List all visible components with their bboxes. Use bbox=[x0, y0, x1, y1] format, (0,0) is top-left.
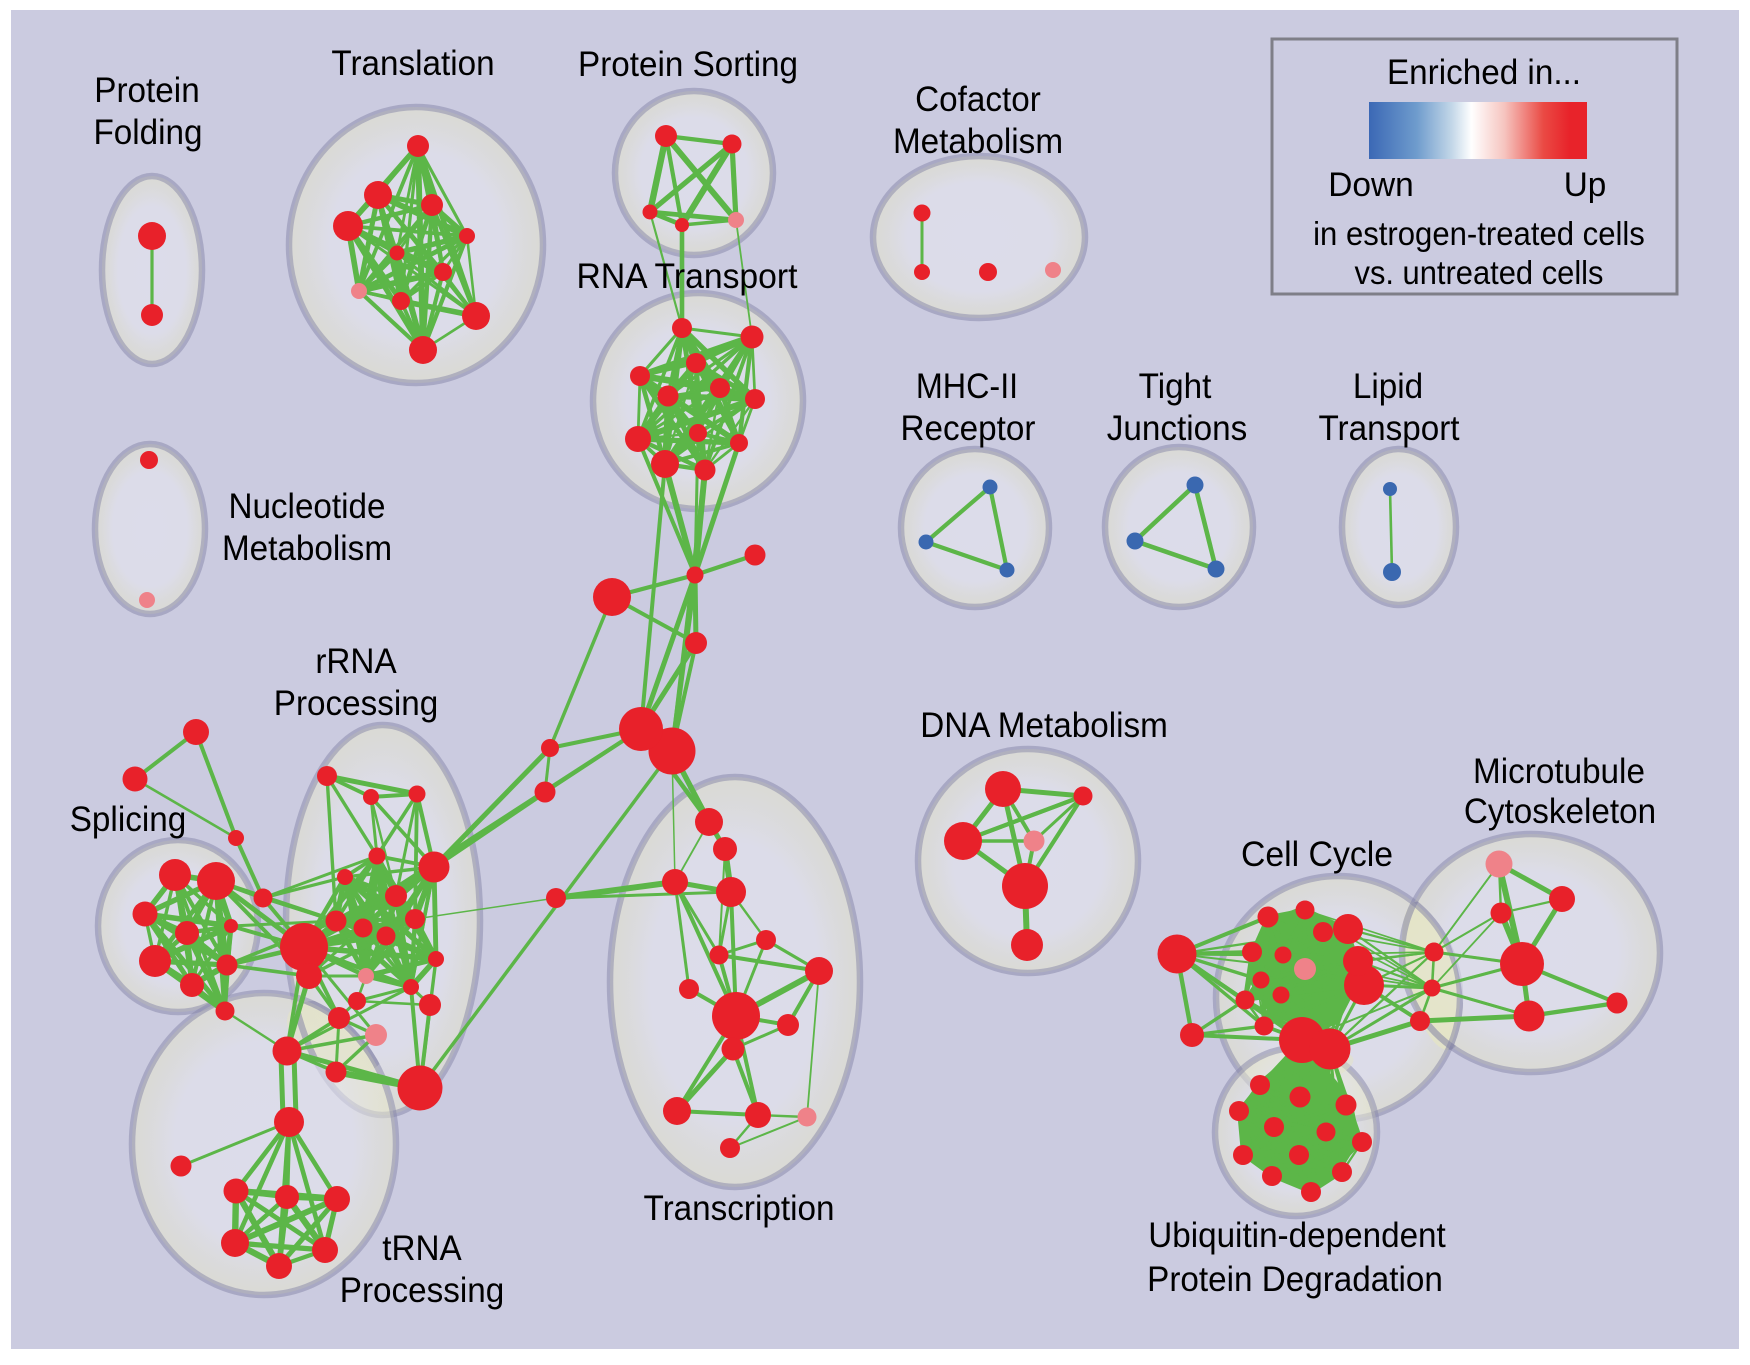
svg-text:MHC-II: MHC-II bbox=[916, 367, 1018, 406]
svg-text:Down: Down bbox=[1328, 166, 1414, 204]
svg-text:Up: Up bbox=[1564, 166, 1607, 204]
svg-text:Tight: Tight bbox=[1139, 367, 1212, 406]
svg-text:Protein Sorting: Protein Sorting bbox=[578, 45, 798, 84]
svg-text:Metabolism: Metabolism bbox=[893, 122, 1063, 161]
svg-text:Cell Cycle: Cell Cycle bbox=[1241, 835, 1393, 874]
svg-text:Receptor: Receptor bbox=[901, 409, 1036, 448]
svg-text:Nucleotide: Nucleotide bbox=[228, 487, 385, 526]
svg-text:Protein Degradation: Protein Degradation bbox=[1147, 1260, 1443, 1299]
svg-text:Transcription: Transcription bbox=[644, 1189, 835, 1228]
svg-text:Protein: Protein bbox=[94, 71, 199, 110]
svg-text:Lipid: Lipid bbox=[1353, 367, 1423, 406]
svg-text:Processing: Processing bbox=[340, 1271, 504, 1310]
svg-text:tRNA: tRNA bbox=[382, 1229, 462, 1268]
svg-text:Cofactor: Cofactor bbox=[915, 80, 1041, 119]
svg-text:Folding: Folding bbox=[93, 113, 202, 152]
svg-text:Junctions: Junctions bbox=[1107, 409, 1248, 448]
svg-text:in estrogen-treated cells: in estrogen-treated cells bbox=[1313, 215, 1645, 252]
svg-text:Metabolism: Metabolism bbox=[222, 529, 392, 568]
svg-text:Processing: Processing bbox=[274, 684, 438, 723]
svg-text:Translation: Translation bbox=[331, 44, 494, 83]
svg-text:DNA Metabolism: DNA Metabolism bbox=[920, 706, 1168, 745]
svg-text:Ubiquitin-dependent: Ubiquitin-dependent bbox=[1148, 1216, 1446, 1255]
svg-text:RNA Transport: RNA Transport bbox=[577, 257, 798, 296]
svg-text:rRNA: rRNA bbox=[315, 642, 397, 681]
svg-text:Cytoskeleton: Cytoskeleton bbox=[1464, 792, 1656, 831]
svg-text:Transport: Transport bbox=[1318, 409, 1459, 448]
svg-text:Microtubule: Microtubule bbox=[1473, 752, 1645, 791]
svg-text:vs. untreated cells: vs. untreated cells bbox=[1355, 254, 1604, 291]
svg-text:Enriched in...: Enriched in... bbox=[1387, 53, 1581, 92]
svg-text:Splicing: Splicing bbox=[70, 800, 187, 839]
